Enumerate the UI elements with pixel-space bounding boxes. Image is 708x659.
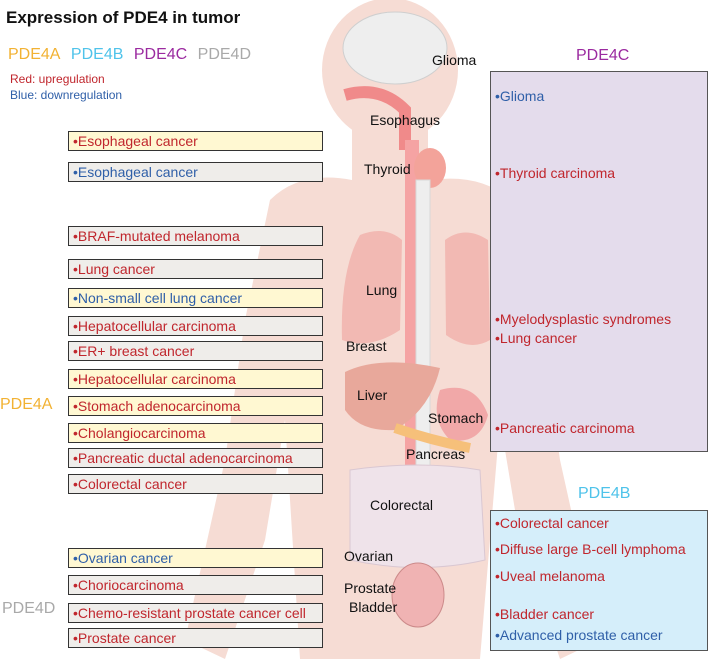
liver-shape <box>345 362 440 431</box>
pde4c-item: •Myelodysplastic syndromes <box>495 311 672 327</box>
organ-label-bladder: Bladder <box>349 599 398 615</box>
upregulation-note: Red: upregulation <box>10 72 105 86</box>
side-label-pde4d: PDE4D <box>2 600 56 617</box>
organ-label-esophagus: Esophagus <box>370 112 441 128</box>
left-lung-shape <box>341 231 402 344</box>
organ-label-liver: Liver <box>357 387 388 403</box>
tumor-box: •BRAF-mutated melanoma <box>68 226 323 246</box>
pde4c-panel: •Glioma •Thyroid carcinoma •Myelodysplas… <box>490 71 708 452</box>
organ-label-breast: Breast <box>346 338 387 354</box>
pde4c-item: •Glioma <box>495 88 545 104</box>
legend-pde4a: PDE4A <box>8 46 61 63</box>
pde4b-item: •Diffuse large B-cell lymphoma <box>495 541 686 557</box>
tumor-box: •Non-small cell lung cancer <box>68 288 323 308</box>
pde4b-item: •Uveal melanoma <box>495 568 605 584</box>
tumor-box: •Stomach adenocarcinoma <box>68 396 323 416</box>
pde4c-item: •Pancreatic carcinoma <box>495 420 635 436</box>
organ-label-stomach: Stomach <box>428 410 484 426</box>
pde4c-item: •Thyroid carcinoma <box>495 165 616 181</box>
tumor-box: •Hepatocellular carcinoma <box>68 316 323 336</box>
right-lung-shape <box>445 232 490 345</box>
figure-title: Expression of PDE4 in tumor <box>6 8 241 27</box>
side-label-pde4a: PDE4A <box>0 396 53 413</box>
organ-label-ovarian: Ovarian <box>344 548 394 564</box>
pelvic-organ-shape <box>391 562 445 628</box>
stomach-shape <box>436 387 488 441</box>
pde4c-panel-title: PDE4C <box>576 47 630 64</box>
tumor-box: •Pancreatic ductal adenocarcinoma <box>68 448 323 468</box>
pde4b-panel-title: PDE4B <box>578 485 631 502</box>
pde4b-item: •Advanced prostate cancer <box>495 627 663 643</box>
tumor-box: •Hepatocellular carcinoma <box>68 369 323 389</box>
pde4b-panel: •Colorectal cancer •Diffuse large B-cell… <box>490 510 708 651</box>
legend-pde4d: PDE4D <box>197 46 252 63</box>
downregulation-note: Blue: downregulation <box>10 88 123 102</box>
pde4b-item: •Bladder cancer <box>495 606 595 622</box>
pde4b-item: •Colorectal cancer <box>495 515 609 531</box>
tumor-box: •Cholangiocarcinoma <box>68 423 323 443</box>
organ-label-colorectal: Colorectal <box>370 497 434 513</box>
brain-shape <box>342 11 448 85</box>
organ-label-prostate: Prostate <box>344 580 397 596</box>
legend: PDE4A PDE4B PDE4C PDE4D <box>8 46 257 64</box>
organ-label-glioma: Glioma <box>432 52 477 68</box>
tumor-box: •Prostate cancer <box>68 628 323 648</box>
tumor-box: •Lung cancer <box>68 259 323 279</box>
thyroid-shape <box>414 148 446 188</box>
throat-shape <box>343 86 411 150</box>
colon-shape <box>349 464 486 568</box>
tumor-box: •ER+ breast cancer <box>68 341 323 361</box>
tumor-box: •Esophageal cancer <box>68 162 323 182</box>
legend-pde4b: PDE4B <box>70 46 124 63</box>
organ-label-pancreas: Pancreas <box>406 446 466 462</box>
tumor-box: •Colorectal cancer <box>68 474 323 494</box>
tumor-box: •Esophageal cancer <box>68 131 323 151</box>
tumor-box: •Choriocarcinoma <box>68 575 323 595</box>
tumor-box: •Ovarian cancer <box>68 548 323 568</box>
pde4c-item: •Lung cancer <box>495 330 577 346</box>
organ-label-thyroid: Thyroid <box>364 161 411 177</box>
pancreas-shape <box>393 423 471 453</box>
organ-label-lung: Lung <box>366 282 398 298</box>
legend-pde4c: PDE4C <box>133 46 188 63</box>
tumor-box: •Chemo-resistant prostate cancer cell <box>68 603 323 623</box>
